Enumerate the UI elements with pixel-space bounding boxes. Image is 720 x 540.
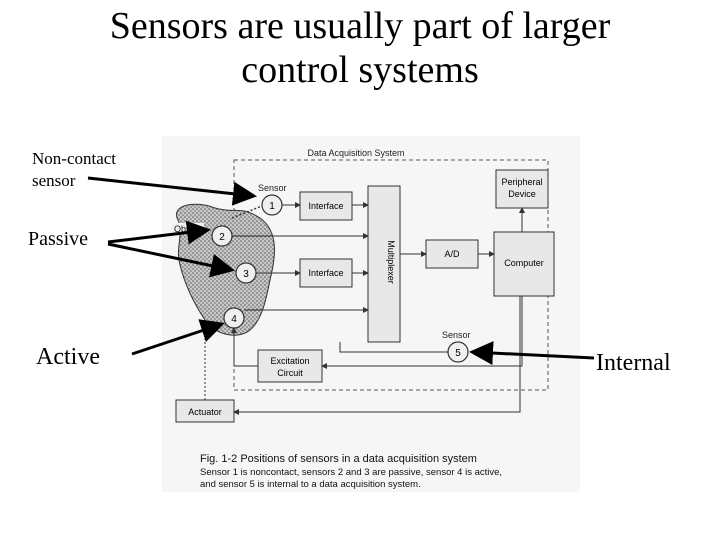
sensor-5: 5 [447, 341, 469, 363]
multiplexer-box: Multiplexer [367, 185, 401, 343]
figure-caption-line-2: Sensor 1 is noncontact, sensors 2 and 3 … [200, 467, 502, 478]
arrow-internal [469, 341, 595, 366]
sensor-1: 1 [261, 194, 283, 216]
svg-text:2: 2 [219, 232, 225, 243]
peripheral-device-box: Peripheral Device [495, 169, 549, 209]
svg-text:Circuit: Circuit [277, 368, 303, 378]
sensor-4: 4 [223, 307, 245, 329]
svg-text:Interface: Interface [308, 268, 343, 278]
arrow-active [131, 319, 225, 356]
arrow-non-contact [87, 176, 257, 206]
signal-lines [204, 202, 525, 415]
svg-text:Interface: Interface [308, 201, 343, 211]
svg-text:3: 3 [243, 269, 249, 280]
page-title: Sensors are usually part of larger contr… [0, 4, 720, 92]
passive-label: Passive [28, 228, 88, 250]
sensor-2: 2 [211, 225, 233, 247]
non-contact-sensor-label: Non-contact sensor [32, 149, 117, 190]
figure-caption-title: Fig. 1-2 Positions of sensors in a data … [200, 453, 477, 465]
noncontact-beam [231, 205, 263, 219]
title-line-1: Sensors are usually part of larger [109, 5, 611, 47]
excitation-circuit-box: Excitation Circuit [257, 349, 323, 383]
sensor-1-label: Sensor [258, 183, 287, 193]
arrow-passive-3 [107, 242, 235, 278]
sensor-5-label: Sensor [442, 330, 471, 340]
active-label: Active [36, 344, 100, 370]
interface-box-1: Interface [299, 191, 353, 221]
svg-text:Device: Device [508, 189, 536, 199]
title-line-2: control systems [241, 49, 479, 91]
svg-text:Peripheral: Peripheral [501, 177, 542, 187]
svg-text:Computer: Computer [504, 258, 544, 268]
arrow-passive-2 [107, 220, 211, 245]
actuator-box: Actuator [175, 399, 235, 423]
svg-text:Multiplexer: Multiplexer [386, 240, 396, 284]
svg-text:4: 4 [231, 314, 237, 325]
svg-text:1: 1 [269, 201, 275, 212]
svg-text:Actuator: Actuator [188, 407, 222, 417]
interface-box-2: Interface [299, 258, 353, 288]
das-label: Data Acquisition System [307, 148, 404, 158]
svg-text:Excitation: Excitation [270, 356, 309, 366]
internal-label: Internal [596, 350, 671, 376]
sensor-3: 3 [235, 262, 257, 284]
computer-box: Computer [493, 231, 555, 297]
figure-caption-line-3: and sensor 5 is internal to a data acqui… [200, 479, 421, 490]
callout-arrows [87, 176, 595, 366]
svg-text:5: 5 [455, 348, 461, 359]
svg-text:A/D: A/D [444, 249, 460, 259]
ad-box: A/D [425, 239, 479, 269]
